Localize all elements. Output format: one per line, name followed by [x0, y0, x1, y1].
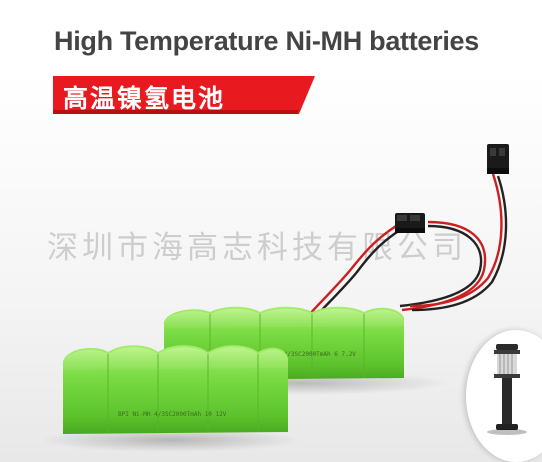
- wire-harness: [271, 173, 508, 363]
- banner-shape: [53, 76, 315, 114]
- bollard-lamp-icon: [487, 344, 527, 435]
- back-pack-label: Ni-MH 4/3SC2000TmAh 6 7.2V: [262, 351, 356, 358]
- chinese-title: 高温镍氢电池: [63, 84, 226, 113]
- battery-pack-12v: BPI Ni-MH 4/3SC2000TmAh 10 12V: [63, 345, 288, 434]
- front-pack-label: BPI Ni-MH 4/3SC2000TmAh 10 12V: [118, 411, 227, 418]
- chinese-title-banner: 高温镍氢电池: [53, 76, 315, 114]
- page-title: High Temperature Ni-MH batteries: [54, 26, 479, 56]
- front-pack-shadow: [40, 428, 300, 452]
- connector-top: [487, 144, 509, 174]
- connector-middle: [395, 213, 425, 233]
- company-watermark: 深圳市海高志科技有限公司: [47, 230, 467, 266]
- thumbnail-frame[interactable]: [466, 330, 542, 462]
